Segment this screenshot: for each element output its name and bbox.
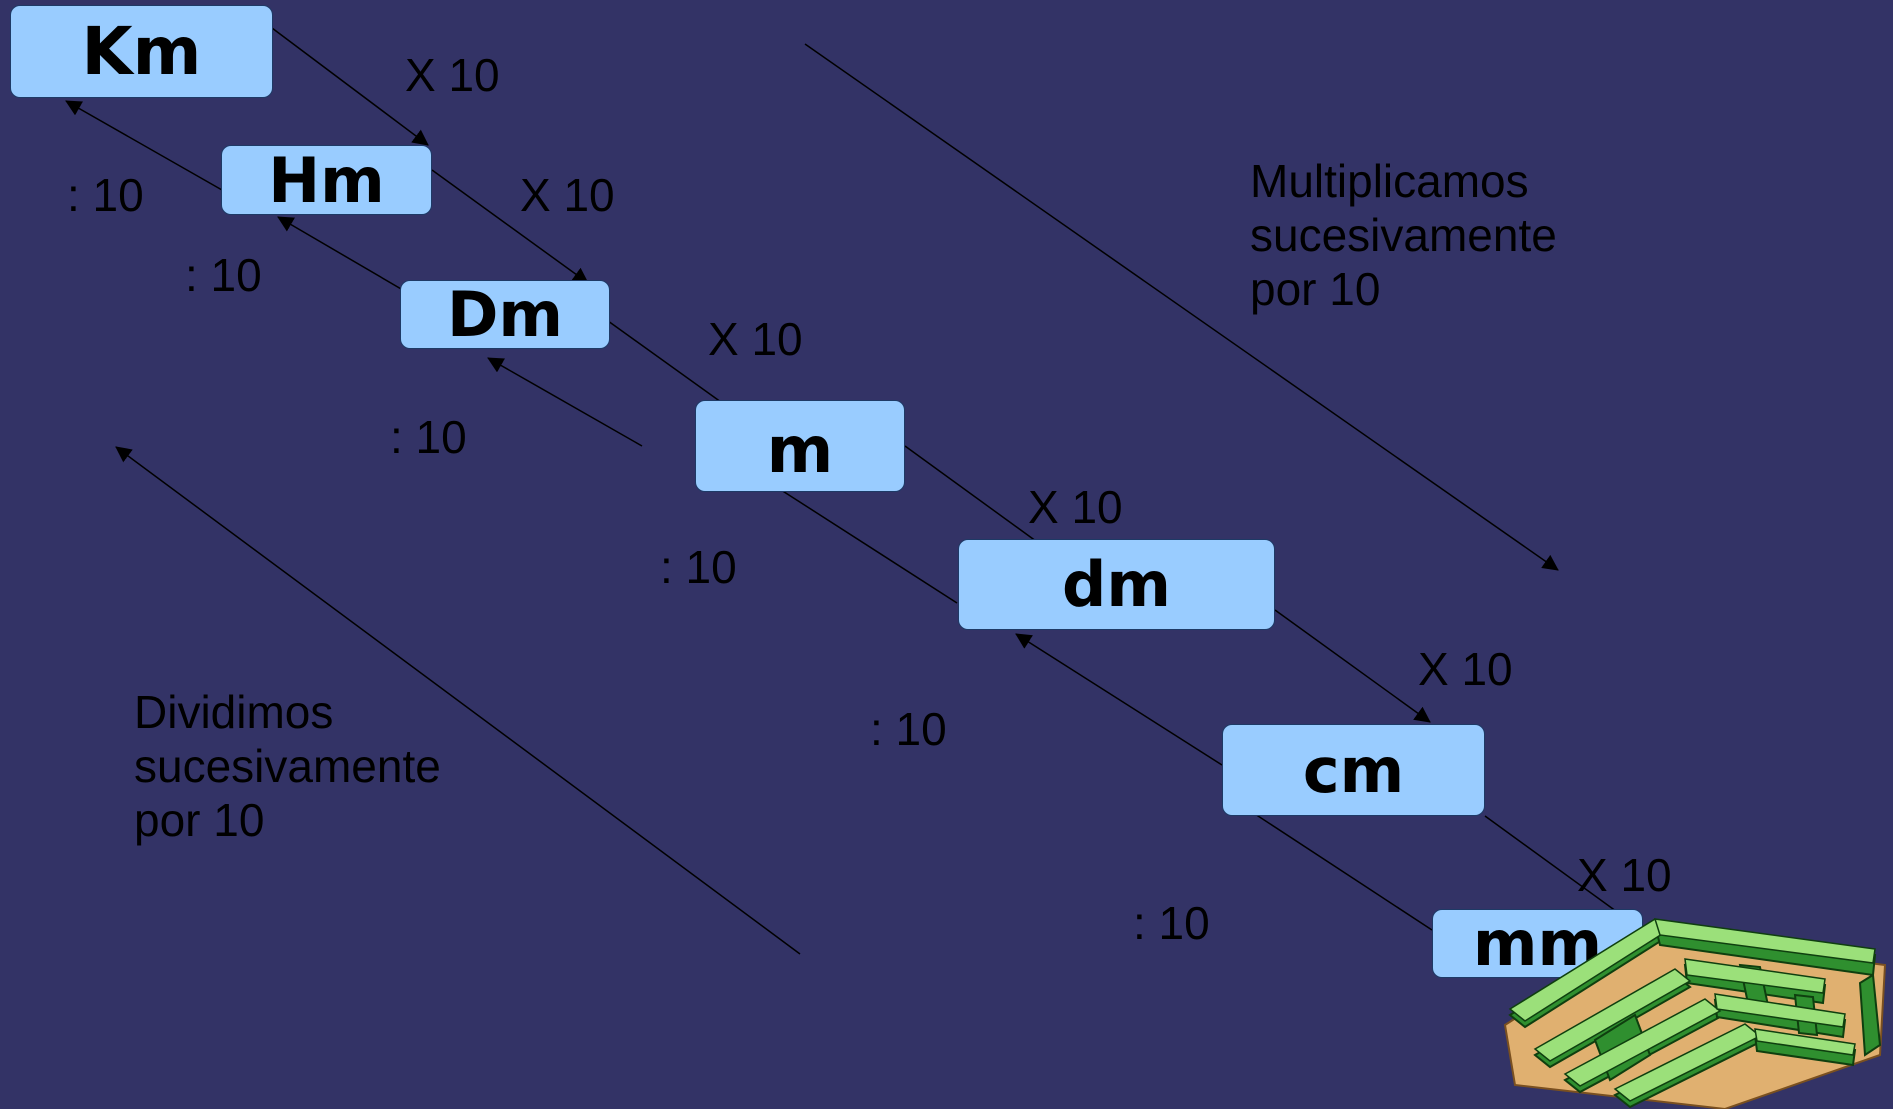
multiply-label-4: X 10: [1028, 481, 1123, 533]
divide-label-2: : 10: [185, 249, 262, 301]
multiply-label-1: X 10: [405, 49, 500, 101]
divide-note-line-3: por 10: [134, 794, 265, 846]
unit-label-km: Km: [81, 13, 202, 90]
unit-label-dam: Dm: [446, 278, 564, 351]
unit-box-m: m: [695, 400, 905, 492]
divide-label-5: : 10: [870, 703, 947, 755]
multiply-label-2: X 10: [520, 169, 615, 221]
divide-label-4: : 10: [660, 541, 737, 593]
multiply-label-5: X 10: [1418, 643, 1513, 695]
unit-box-dm: dm: [958, 539, 1275, 630]
divide-note: Dividimos sucesivamente por 10: [134, 685, 441, 847]
unit-label-dm: dm: [1062, 548, 1171, 621]
arrow-m-dm-back: [487, 357, 643, 447]
divide-note-line-1: Dividimos: [134, 686, 334, 738]
multiply-label-6: X 10: [1577, 849, 1672, 901]
unit-box-cm: cm: [1222, 724, 1485, 816]
divide-label-1: : 10: [67, 169, 144, 221]
arrow-hm-km: [65, 100, 223, 191]
maze-clipart-icon: [1503, 918, 1887, 1109]
arrow-hm-dm: [431, 169, 589, 284]
multiply-note-line-1: Multiplicamos: [1250, 155, 1529, 207]
multiply-note-line-2: sucesivamente: [1250, 209, 1557, 261]
unit-label-m: m: [766, 414, 834, 488]
unit-box-km: Km: [10, 5, 273, 98]
arrow-dm-m-back: [749, 469, 958, 604]
multiply-note: Multiplicamos sucesivamente por 10: [1250, 154, 1557, 316]
divide-label-6: : 10: [1133, 897, 1210, 949]
multiply-label-3: X 10: [708, 313, 803, 365]
unit-box-hm: Hm: [221, 143, 432, 217]
unit-label-cm: cm: [1302, 733, 1405, 807]
unit-box-dam: Dm: [400, 278, 610, 351]
multiply-summary-arrow: [804, 43, 1559, 571]
arrow-km-hm: [271, 27, 429, 146]
arrow-dm-cm: [1274, 609, 1431, 723]
divide-label-3: : 10: [390, 411, 467, 463]
multiply-arrows: [271, 27, 1643, 931]
divide-summary-arrow: [115, 446, 801, 955]
unit-label-hm: Hm: [268, 143, 385, 217]
divide-note-line-2: sucesivamente: [134, 740, 441, 792]
arrow-cm-dm-back: [1015, 633, 1223, 766]
multiply-note-line-3: por 10: [1250, 263, 1381, 315]
